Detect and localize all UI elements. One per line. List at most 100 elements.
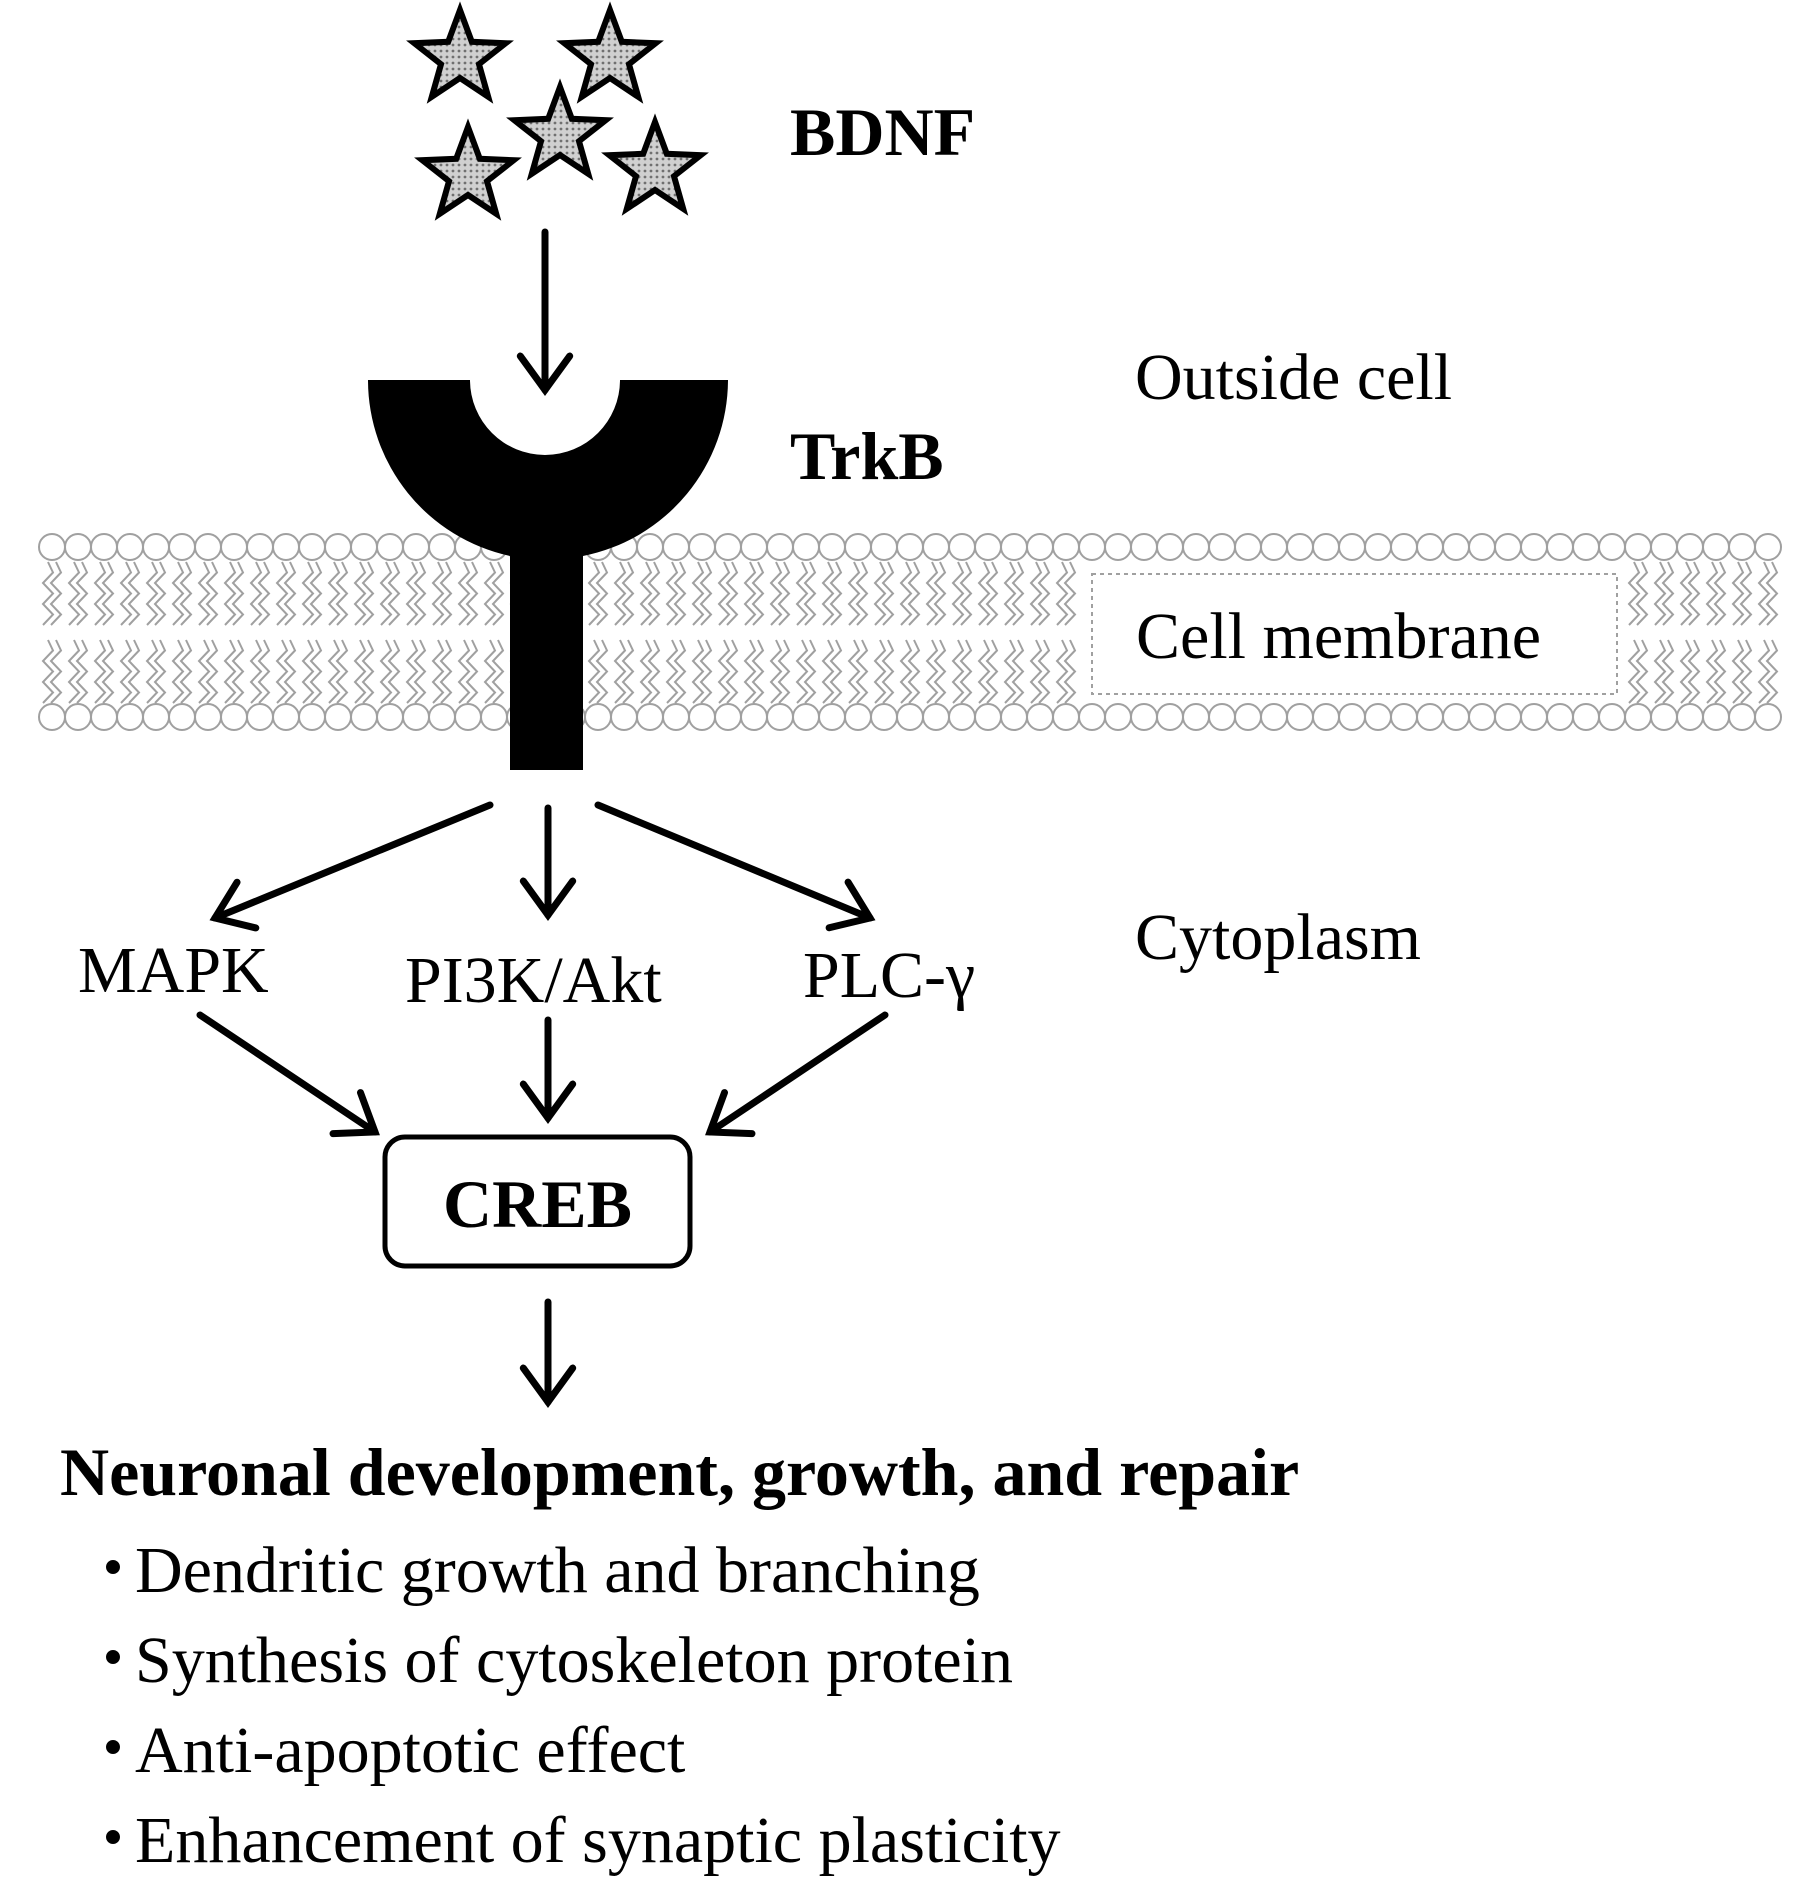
- lipid-tail: [231, 561, 245, 626]
- lipid-head: [1572, 703, 1600, 731]
- signaling-arrows: [196, 228, 889, 1408]
- lipid-head: [1650, 533, 1678, 561]
- lipid-head: [1182, 533, 1210, 561]
- lipid-tail: [647, 639, 661, 704]
- lipid-tail: [621, 639, 635, 704]
- lipid-tail: [977, 561, 991, 626]
- lipid-tail: [725, 639, 739, 704]
- lipid-head: [324, 533, 352, 561]
- lipid-head: [1650, 703, 1678, 731]
- lipid-tail: [387, 639, 401, 704]
- lipid-tail: [751, 561, 765, 626]
- lipid-head: [1442, 703, 1470, 731]
- lipid-head: [428, 533, 456, 561]
- lipid-tail: [153, 639, 167, 704]
- lipid-tail: [795, 639, 809, 704]
- lipid-tail: [67, 561, 81, 626]
- lipid-tail: [49, 639, 63, 704]
- lipid-tail: [925, 561, 939, 626]
- lipid-tail: [855, 639, 869, 704]
- lipid-head: [844, 533, 872, 561]
- lipid-tail: [1037, 561, 1051, 626]
- lipid-head: [896, 533, 924, 561]
- lipid-tail: [1037, 639, 1051, 704]
- lipid-head: [376, 703, 404, 731]
- lipid-tail: [1705, 639, 1719, 704]
- bullet-dot: ・: [80, 1534, 146, 1607]
- lipid-tail: [171, 561, 185, 626]
- lipid-head: [818, 703, 846, 731]
- lipid-tail: [925, 639, 939, 704]
- lipid-tail: [1765, 639, 1779, 704]
- arrow-trkb-to-pi3k: [519, 804, 577, 921]
- arrow-creb-to-outcome: [519, 1298, 577, 1408]
- lipid-head: [1702, 533, 1730, 561]
- lipid-tail: [647, 561, 661, 626]
- lipid-tail: [691, 639, 705, 704]
- lipid-tail: [1627, 639, 1641, 704]
- outcome-item-text: Dendritic growth and branching: [135, 1534, 980, 1607]
- lipid-head: [376, 533, 404, 561]
- arrow-pi3k-to-creb: [519, 1016, 577, 1124]
- lipid-head: [1052, 533, 1080, 561]
- outcome-section: Neuronal development, growth, and repair…: [60, 1438, 1299, 1886]
- outcome-title: Neuronal development, growth, and repair: [60, 1434, 1300, 1510]
- lipid-tail: [639, 639, 653, 704]
- lipid-tail: [751, 639, 765, 704]
- lipid-head: [974, 533, 1002, 561]
- lipid-head: [402, 703, 430, 731]
- lipid-head: [1676, 703, 1704, 731]
- lipid-head: [740, 533, 768, 561]
- lipid-head: [298, 533, 326, 561]
- lipid-tail: [769, 639, 783, 704]
- lipid-head: [1624, 533, 1652, 561]
- lipid-tail: [899, 639, 913, 704]
- lipid-head: [1130, 703, 1158, 731]
- creb-box: [382, 1134, 693, 1269]
- bullet-dot: ・: [80, 1624, 146, 1697]
- lipid-head: [1728, 703, 1756, 731]
- lipid-head: [194, 703, 222, 731]
- lipid-head: [948, 703, 976, 731]
- lipid-tail: [379, 561, 393, 626]
- lipid-head: [1260, 703, 1288, 731]
- lipid-tail: [873, 639, 887, 704]
- lipid-tail: [673, 639, 687, 704]
- bdnf-star-icon: [414, 118, 522, 221]
- lipid-head: [168, 703, 196, 731]
- lipid-tail: [75, 639, 89, 704]
- trkb-receptor-icon: [368, 380, 728, 770]
- lipid-tail: [1063, 561, 1077, 626]
- lipid-tail: [907, 639, 921, 704]
- lipid-tail: [1029, 639, 1043, 704]
- lipid-tail: [1687, 561, 1701, 626]
- lipid-tail: [41, 561, 55, 626]
- lipid-tail: [119, 639, 133, 704]
- lipid-head: [766, 533, 794, 561]
- lipid-tail: [465, 561, 479, 626]
- lipid-tail: [1627, 561, 1641, 626]
- lipid-tail: [231, 639, 245, 704]
- membrane-label-frame: [1091, 573, 1618, 695]
- lipid-tail: [881, 639, 895, 704]
- lipid-head: [1416, 533, 1444, 561]
- lipid-tail: [301, 561, 315, 626]
- lipid-tail: [223, 561, 237, 626]
- lipid-tail: [93, 561, 107, 626]
- arrow-trkb-to-mapk: [209, 801, 494, 932]
- outcome-item: ・Synthesis of cytoskeleton protein: [60, 1616, 1299, 1706]
- lipid-tail: [465, 639, 479, 704]
- lipid-tail: [361, 561, 375, 626]
- lipid-head: [194, 533, 222, 561]
- lipid-tail: [613, 639, 627, 704]
- outside-cell-label: Outside cell: [1135, 341, 1453, 414]
- lipid-tail: [1731, 561, 1745, 626]
- lipid-head: [1286, 533, 1314, 561]
- lipid-head: [714, 703, 742, 731]
- lipid-tail: [1029, 561, 1043, 626]
- lipid-head: [38, 703, 66, 731]
- lipid-tail: [439, 561, 453, 626]
- lipid-head: [688, 703, 716, 731]
- trkb-label: TrkB: [790, 418, 944, 494]
- lipid-head: [1442, 533, 1470, 561]
